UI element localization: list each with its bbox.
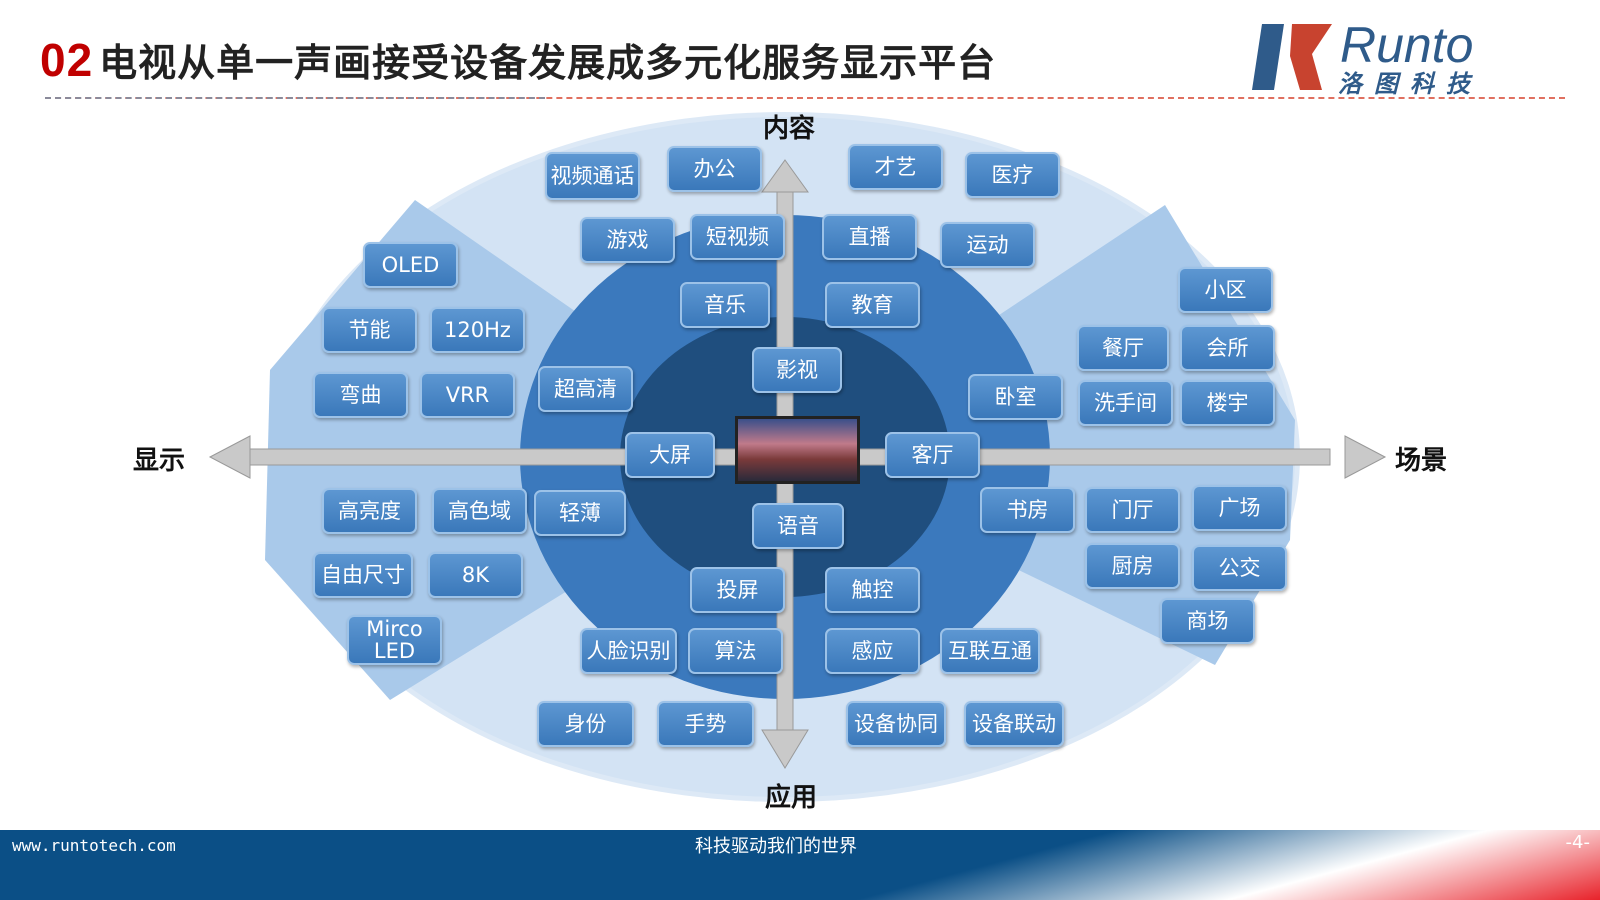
content-box: 运动: [940, 222, 1035, 268]
scene-box: 会所: [1180, 325, 1275, 371]
application-box: 设备协同: [846, 701, 946, 747]
scene-box: 商场: [1160, 598, 1255, 644]
display-box: 轻薄: [534, 490, 626, 536]
application-box: 互联互通: [940, 628, 1040, 674]
scene-box: 楼宇: [1180, 380, 1275, 426]
content-box: 视频通话: [545, 152, 640, 200]
display-box: 大屏: [625, 432, 715, 478]
scene-box: 洗手间: [1078, 380, 1173, 426]
scene-box: 厨房: [1085, 543, 1180, 589]
display-box: VRR: [420, 372, 515, 418]
content-box: 影视: [752, 347, 842, 393]
scene-box: 卧室: [968, 374, 1063, 420]
scene-box: 客厅: [885, 432, 980, 478]
axis-label-scene: 场景: [1395, 446, 1448, 476]
axis-label-content: 内容: [763, 114, 816, 144]
application-box: 算法: [688, 628, 783, 674]
scene-box: 小区: [1178, 267, 1273, 313]
content-box: 短视频: [690, 214, 785, 260]
application-box: 触控: [825, 567, 920, 613]
footer-url: www.runtotech.com: [12, 836, 176, 855]
display-box: 节能: [322, 307, 417, 353]
application-box: 人脸识别: [580, 628, 677, 674]
runto-logo: Runto 洛图科技: [1252, 17, 1572, 98]
page-number: -4-: [1565, 832, 1590, 853]
footer: www.runtotech.com 科技驱动我们的世界 -4-: [0, 830, 1600, 900]
display-box: 超高清: [538, 366, 633, 412]
scene-box: 餐厅: [1077, 325, 1169, 371]
content-box: 教育: [825, 282, 920, 328]
footer-slogan: 科技驱动我们的世界: [695, 836, 857, 857]
scene-box: 书房: [980, 487, 1075, 533]
application-box: 语音: [752, 503, 844, 549]
logo-cn: 洛图科技: [1338, 70, 1482, 98]
application-box: 设备联动: [964, 701, 1064, 747]
logo-brand: Runto: [1340, 17, 1474, 73]
display-box: 高色域: [432, 488, 527, 534]
logo-mark-icon: [1252, 24, 1332, 90]
display-box: 8K: [428, 552, 523, 598]
scene-box: 门厅: [1085, 487, 1180, 533]
display-box: 弯曲: [313, 372, 408, 418]
content-box: 游戏: [580, 217, 675, 263]
scene-box: 公交: [1192, 545, 1287, 591]
axis-label-display: 显示: [133, 446, 186, 476]
tv-image: [735, 416, 860, 484]
application-box: 感应: [825, 628, 920, 674]
content-box: 才艺: [848, 144, 943, 190]
content-box: 医疗: [965, 152, 1060, 198]
content-box: 音乐: [680, 282, 770, 328]
application-box: 投屏: [690, 567, 785, 613]
content-box: 直播: [822, 214, 917, 260]
axis-label-application: 应用: [765, 783, 818, 813]
display-box: OLED: [363, 242, 458, 288]
section-number: 02: [40, 34, 94, 86]
application-box: 手势: [657, 701, 754, 747]
display-box: 自由尺寸: [313, 552, 413, 598]
title-divider: [45, 97, 1565, 99]
display-box: 高亮度: [322, 488, 417, 534]
content-box: 办公: [667, 146, 762, 192]
display-box: 120Hz: [430, 307, 525, 353]
application-box: 身份: [537, 701, 634, 747]
display-box: Mirco LED: [347, 615, 442, 665]
scene-box: 广场: [1192, 485, 1287, 531]
title-text: 电视从单一声画接受设备发展成多元化服务显示平台: [99, 41, 997, 85]
